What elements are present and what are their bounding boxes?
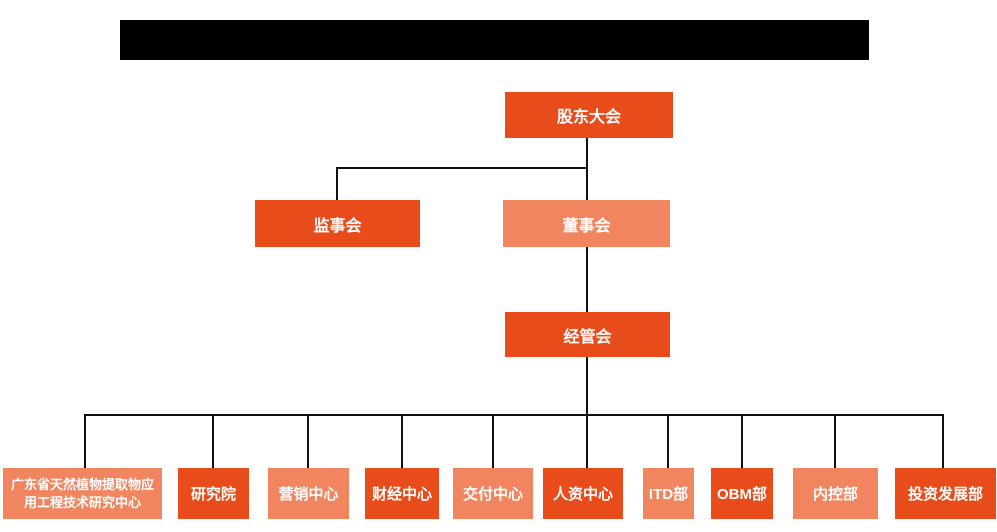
connector-drop-investment-development-department bbox=[942, 414, 944, 468]
org-node-board-of-directors: 董事会 bbox=[503, 200, 670, 247]
connector-drop-obm-department bbox=[741, 414, 743, 468]
connector-drop-itd-department bbox=[667, 414, 669, 468]
connector-root-vertical bbox=[586, 138, 588, 200]
connector-drop-delivery-center bbox=[492, 414, 494, 468]
org-node-management-committee: 经管会 bbox=[505, 312, 670, 357]
org-node-delivery-center: 交付中心 bbox=[453, 468, 533, 519]
org-node-supervisory-board: 监事会 bbox=[255, 200, 420, 247]
org-node-obm-department: OBM部 bbox=[711, 468, 773, 519]
org-node-research-institute: 研究院 bbox=[178, 468, 249, 519]
connector-board-to-management bbox=[586, 247, 588, 312]
connector-drop-marketing-center bbox=[307, 414, 309, 468]
org-node-marketing-center: 营销中心 bbox=[268, 468, 349, 519]
org-node-gd-plant-extract-research-center: 广东省天然植物提取物应用工程技术研究中心 bbox=[3, 468, 162, 519]
connector-level4-horizontal bbox=[84, 414, 944, 416]
connector-drop-gd-plant-extract-research-center bbox=[84, 414, 86, 468]
connector-level2-horizontal bbox=[336, 167, 588, 169]
org-node-investment-development-department: 投资发展部 bbox=[895, 468, 996, 519]
org-node-itd-department: ITD部 bbox=[643, 468, 694, 519]
org-node-finance-center: 财经中心 bbox=[365, 468, 439, 519]
connector-management-vertical bbox=[586, 357, 588, 468]
redacted-title-bar bbox=[120, 20, 869, 60]
connector-drop-research-institute bbox=[212, 414, 214, 468]
org-node-shareholders-meeting: 股东大会 bbox=[505, 92, 673, 138]
connector-supervisory-drop bbox=[336, 167, 338, 200]
org-node-internal-control-department: 内控部 bbox=[793, 468, 878, 519]
connector-drop-internal-control-department bbox=[834, 414, 836, 468]
connector-drop-finance-center bbox=[401, 414, 403, 468]
org-node-hr-center: 人资中心 bbox=[543, 468, 623, 519]
